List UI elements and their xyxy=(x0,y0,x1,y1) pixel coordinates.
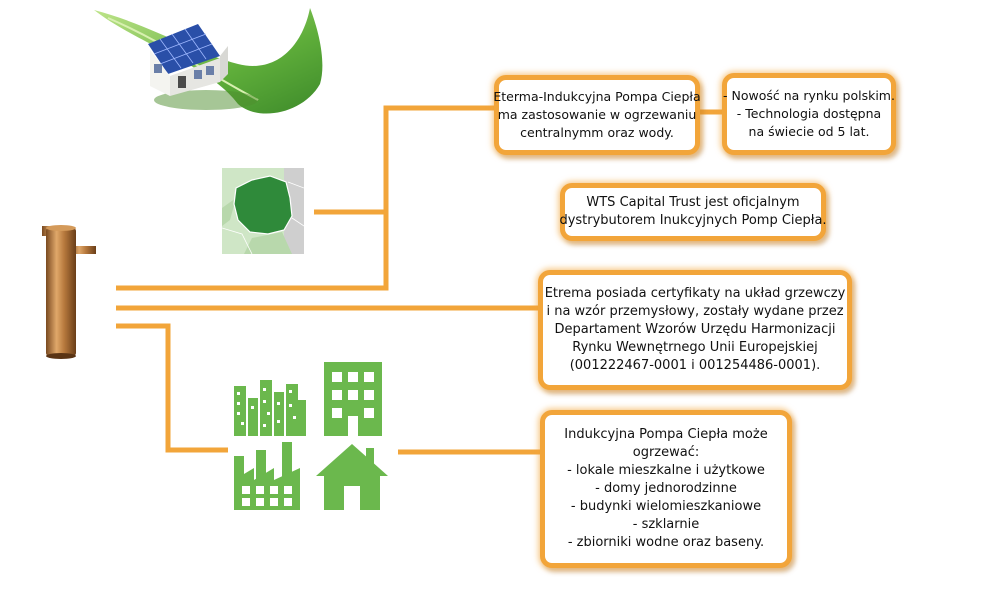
distributor-line-2: dystrybutorem Inukcyjnych Pomp Ciepła. xyxy=(559,213,827,228)
factory-icon xyxy=(234,442,300,510)
certificates-line-5: (001222467-0001 i 001254486-0001). xyxy=(569,358,821,373)
city-skyline-icon xyxy=(234,380,306,436)
novelty-info-box: - Nowość na rynku polskim. - Technologia… xyxy=(722,73,896,155)
distributor-info-box: WTS Capital Trust jest oficjalnym dystry… xyxy=(559,183,827,241)
uses-line-5: - budynki wielomieszkaniowe xyxy=(570,499,762,514)
uses-line-4: - domy jednorodzinne xyxy=(595,481,737,496)
connector-top xyxy=(116,105,494,291)
product-line-1: Eterma-Indukcyjna Pompa Ciepła xyxy=(493,89,701,104)
certificates-line-2: i na wzór przemysłowy, zostały wydane pr… xyxy=(546,304,844,319)
house-on-leaf-illustration xyxy=(94,8,323,114)
product-info-box: Eterma-Indukcyjna Pompa Ciepła ma zastos… xyxy=(493,75,701,155)
apartment-block-icon xyxy=(324,362,382,436)
connector-bottom xyxy=(116,323,228,453)
poland-map-icon xyxy=(222,168,304,254)
product-line-2: ma zastosowanie w ogrzewaniu xyxy=(497,107,697,122)
uses-line-3: - lokale mieszkalne i użytkowe xyxy=(567,463,765,478)
uses-info-box: Indukcyjna Pompa Ciepła może ogrzewać: -… xyxy=(540,410,792,568)
certificates-line-4: Rynku Wewnętrnego Unii Europejskiej xyxy=(572,340,818,355)
certificates-line-1: Etrema posiada certyfikaty na układ grze… xyxy=(544,286,846,301)
uses-line-7: - zbiorniki wodne oraz baseny. xyxy=(567,535,765,550)
novelty-line-2: - Technologia dostępna xyxy=(736,106,882,121)
uses-line-1: Indukcyjna Pompa Ciepła może xyxy=(564,427,768,442)
certificates-line-3: Departament Wzorów Urzędu Harmonizacji xyxy=(554,322,836,337)
novelty-line-1: - Nowość na rynku polskim. xyxy=(723,88,895,103)
distributor-line-1: WTS Capital Trust jest oficjalnym xyxy=(586,195,800,210)
novelty-line-3: na świecie od 5 lat. xyxy=(748,124,870,139)
heat-pump-cylinder-illustration xyxy=(42,225,96,359)
uses-line-2: ogrzewać: xyxy=(632,445,700,460)
uses-line-6: - szklarnie xyxy=(632,517,700,532)
house-icon xyxy=(316,444,388,510)
product-line-3: centralnymm oraz wody. xyxy=(520,125,674,140)
certificates-info-box: Etrema posiada certyfikaty na układ grze… xyxy=(538,270,852,390)
